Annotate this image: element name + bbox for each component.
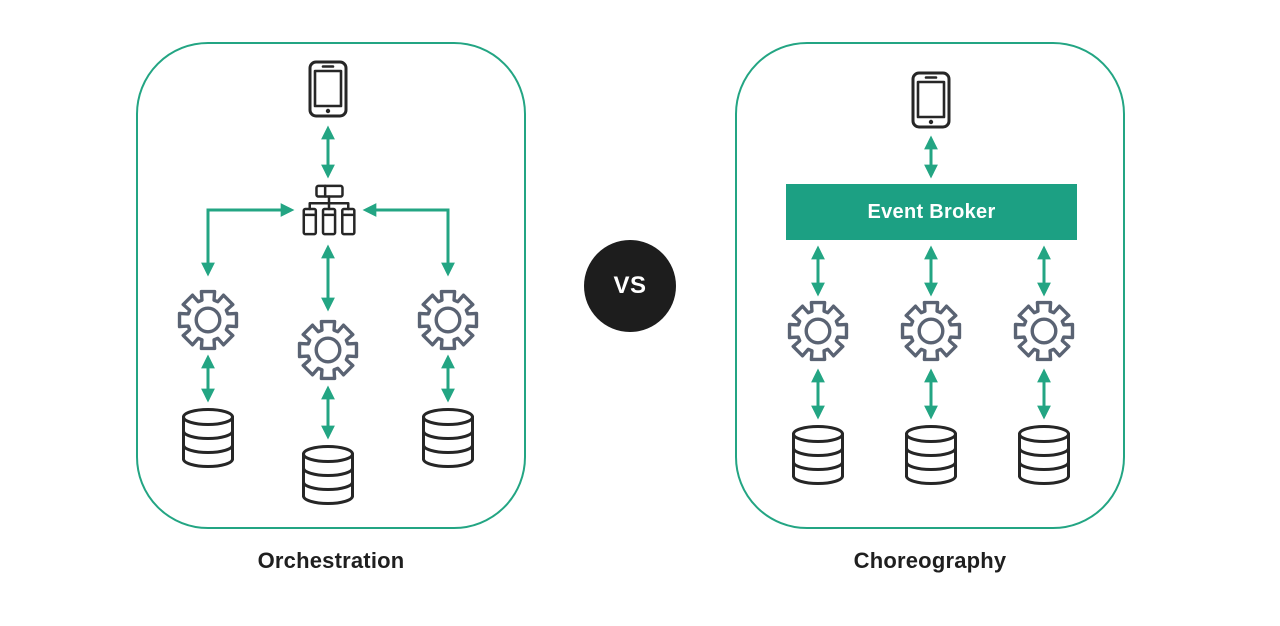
gear-icon — [1013, 300, 1075, 362]
orchestration-label: Orchestration — [257, 548, 405, 573]
database-icon — [905, 425, 957, 485]
database-icon — [422, 408, 474, 468]
vs-label: VS — [613, 272, 647, 299]
smartphone-icon — [308, 60, 348, 118]
database-icon — [1018, 425, 1070, 485]
event-broker-bar: Event Broker — [786, 184, 1077, 240]
gear-icon — [297, 319, 359, 381]
smartphone-icon — [911, 71, 951, 129]
database-icon — [182, 408, 234, 468]
vs-badge: VS — [584, 240, 676, 332]
choreography-label: Choreography — [853, 548, 1007, 573]
database-icon — [792, 425, 844, 485]
sitemap-orchestrator-icon — [302, 184, 356, 236]
gear-icon — [417, 289, 479, 351]
event-broker-label: Event Broker — [867, 200, 996, 223]
gear-icon — [900, 300, 962, 362]
database-icon — [302, 445, 354, 505]
gear-icon — [177, 289, 239, 351]
gear-icon — [787, 300, 849, 362]
